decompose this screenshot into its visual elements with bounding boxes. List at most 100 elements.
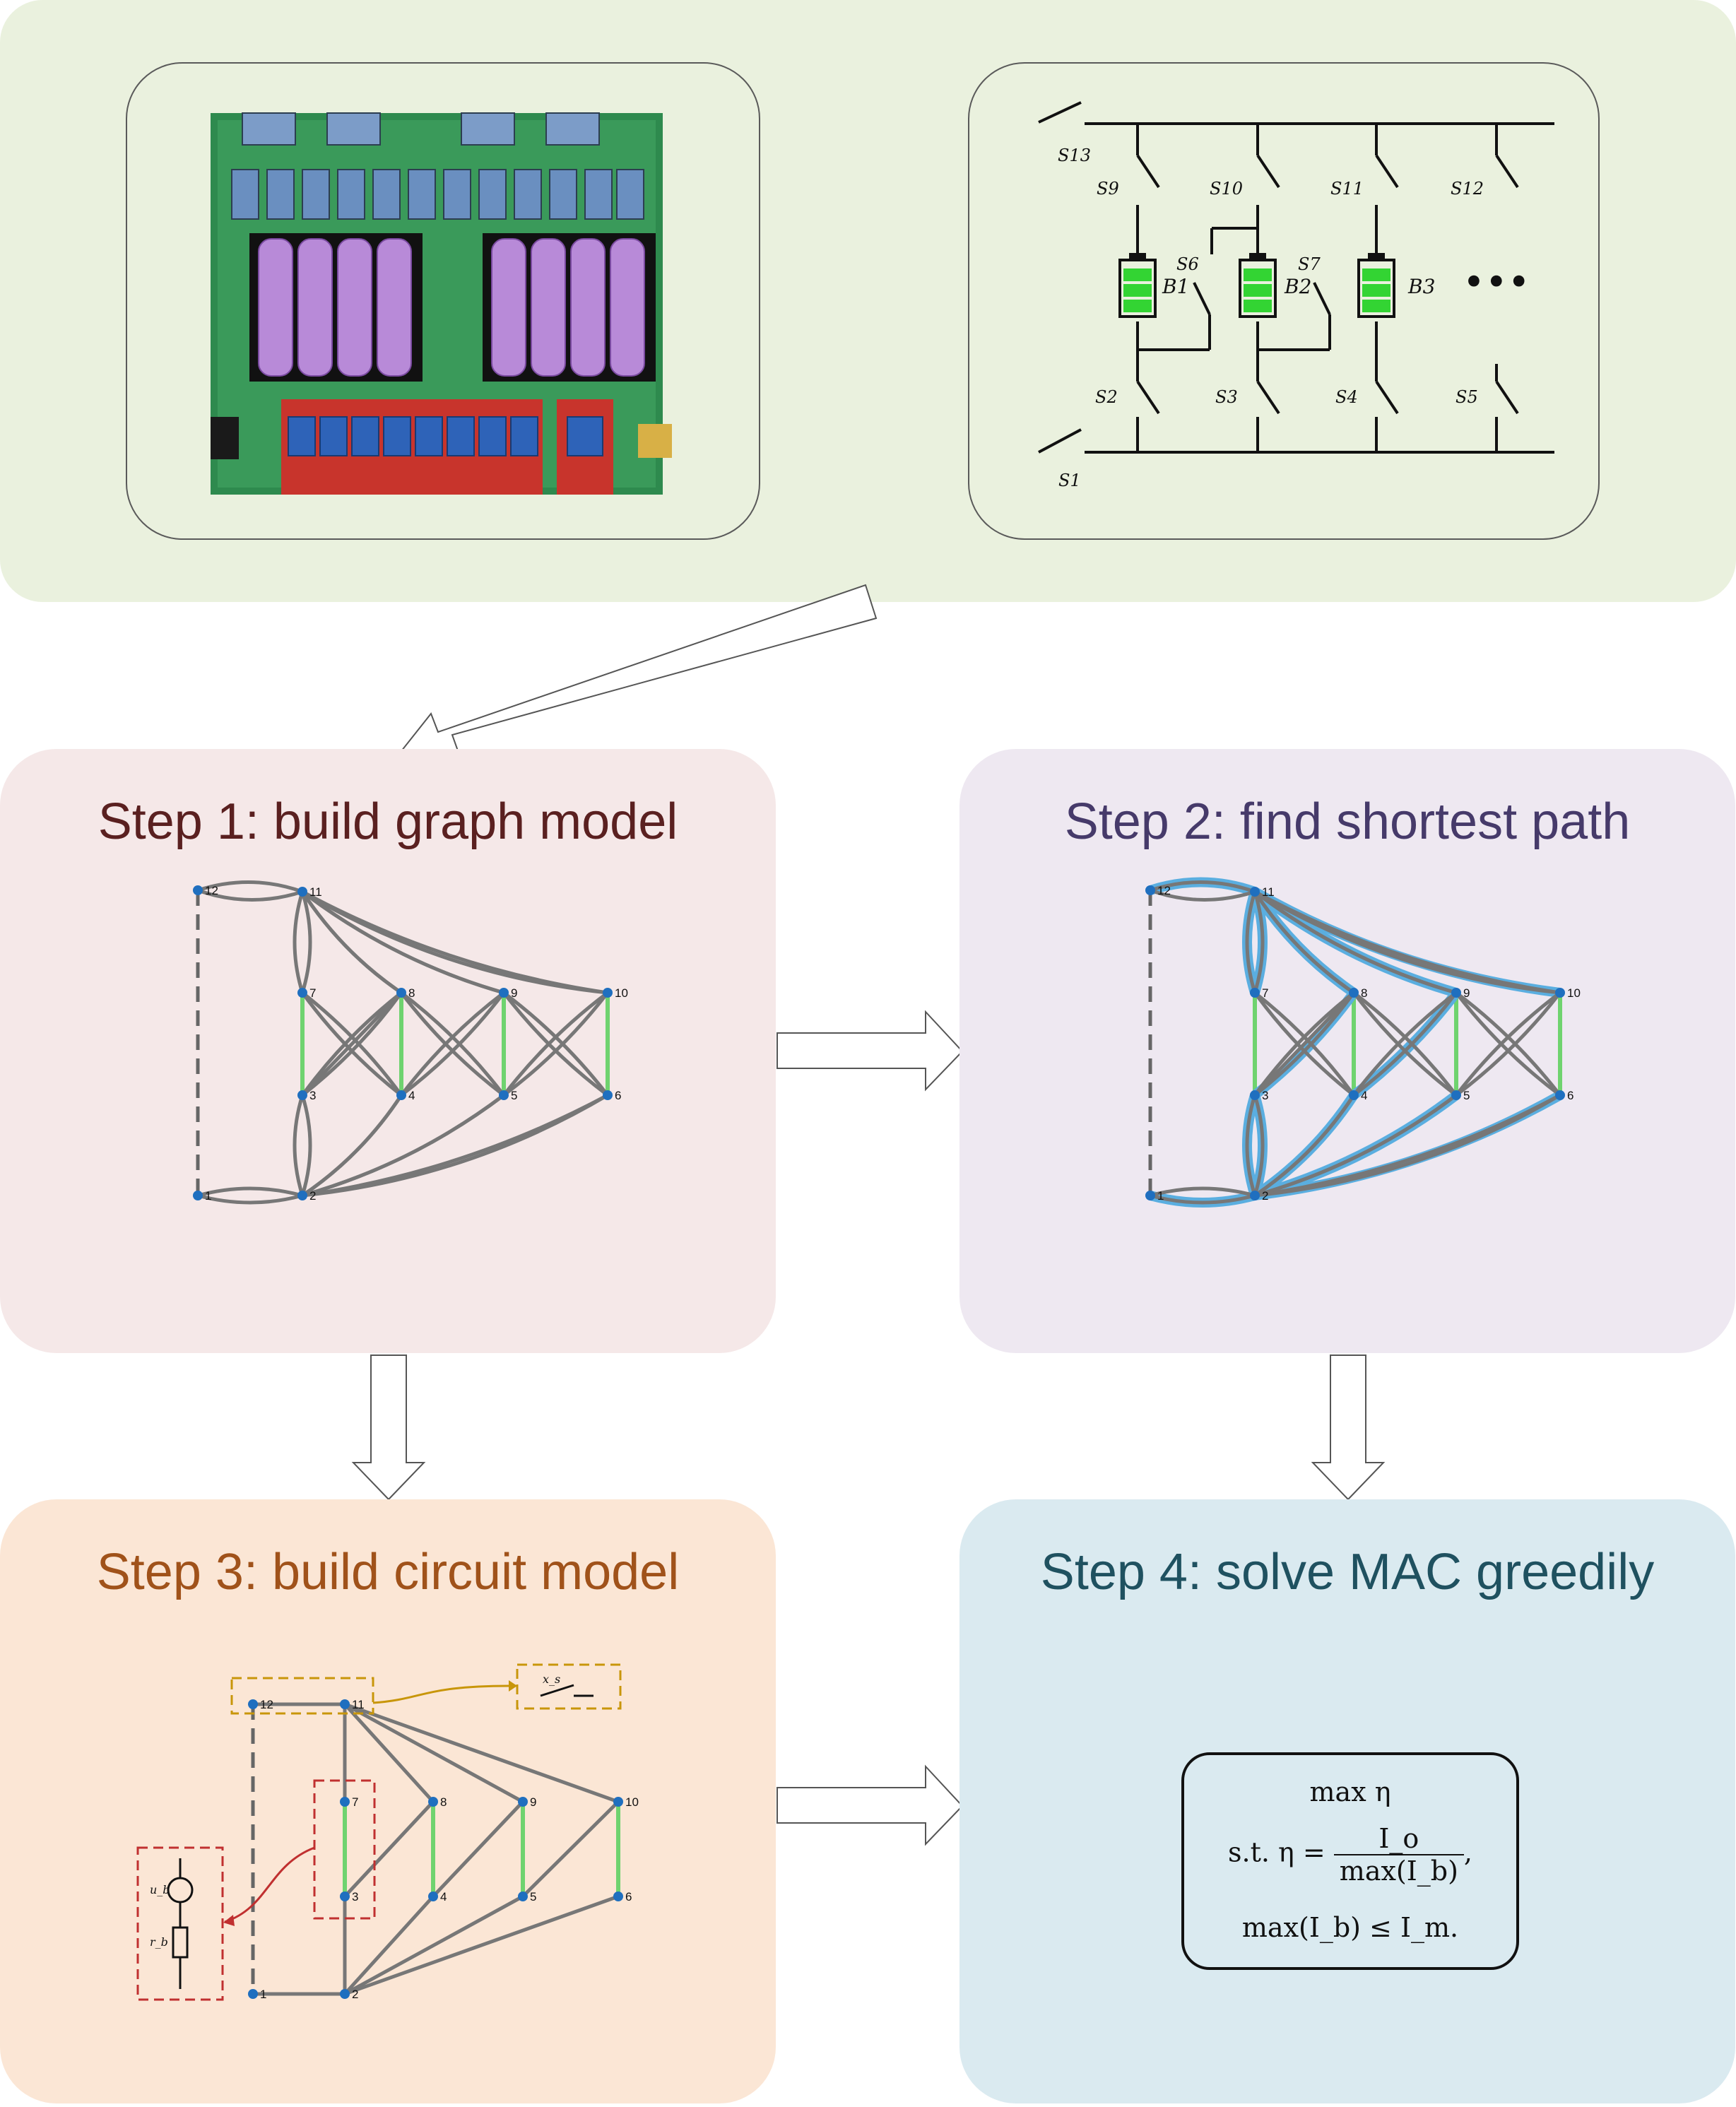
graph-edge xyxy=(343,1703,435,1803)
resistor-rb-label: r_b xyxy=(150,1935,168,1949)
graph-edge xyxy=(301,890,608,995)
graph-node xyxy=(1145,885,1155,895)
node-label: 7 xyxy=(1262,986,1268,1000)
graph-node xyxy=(297,1090,307,1100)
node-label: 4 xyxy=(440,1890,447,1904)
graph-edge xyxy=(1245,1094,1257,1196)
graph-node xyxy=(518,1797,528,1807)
graph-node xyxy=(1145,1191,1155,1200)
node-label: 11 xyxy=(1262,885,1275,899)
graph-edge xyxy=(1150,888,1256,902)
switch-label-s4: S4 xyxy=(1335,387,1358,407)
battery-label-b3: B3 xyxy=(1407,275,1435,298)
graph-node xyxy=(396,1090,406,1100)
graph-edge xyxy=(502,991,609,1097)
node-label: 12 xyxy=(260,1698,273,1711)
battery-icon xyxy=(1118,253,1395,318)
node-label: 8 xyxy=(440,1795,447,1809)
switch-label-s12: S12 xyxy=(1451,179,1484,199)
graph-node xyxy=(499,1090,509,1100)
switch-matrix-schematic: S13 S9 S10 S11 S12 S6 S7 S2 S3 S4 S5 S1 … xyxy=(1038,101,1554,490)
formula-comma: , xyxy=(1463,1836,1472,1868)
graph-node xyxy=(613,1891,623,1901)
step2-title: Step 2: find shortest path xyxy=(1064,793,1631,850)
graph-edge xyxy=(432,1800,524,1898)
step3-title: Step 3: build circuit model xyxy=(96,1544,680,1600)
graph-edge xyxy=(1254,1094,1458,1198)
graph-edge xyxy=(1150,880,1256,894)
battery-label-b1: B1 xyxy=(1162,275,1189,298)
graph-node xyxy=(396,988,406,998)
node-label: 2 xyxy=(309,1189,316,1203)
ellipsis: ••• xyxy=(1463,260,1530,305)
switch-label-s13: S13 xyxy=(1058,146,1091,165)
graph-edge xyxy=(502,991,609,1097)
switch-label-s3: S3 xyxy=(1215,387,1238,407)
node-label: 9 xyxy=(511,986,517,1000)
graph-edge xyxy=(1352,991,1458,1097)
graph-edge xyxy=(344,1702,619,1804)
node-label: 10 xyxy=(615,986,628,1000)
graph-node xyxy=(340,1891,350,1901)
graph-node xyxy=(1451,1090,1461,1100)
node-label: 8 xyxy=(1361,986,1367,1000)
graph-node xyxy=(340,1797,350,1807)
graph-edge xyxy=(300,890,403,995)
node-label: 2 xyxy=(352,1988,358,2001)
node-label: 1 xyxy=(260,1988,266,2001)
switch-label-s2: S2 xyxy=(1095,387,1118,407)
graph-edge xyxy=(1150,1186,1256,1198)
node-label: 5 xyxy=(1463,1089,1470,1102)
graph-edge xyxy=(344,1894,619,1996)
switch-label-s9: S9 xyxy=(1097,179,1119,199)
node-label: 12 xyxy=(205,884,218,897)
graph-node xyxy=(1250,887,1260,897)
graph-edge xyxy=(400,991,505,1097)
graph-edge xyxy=(197,888,303,902)
node-label: 7 xyxy=(309,986,316,1000)
node-label: 8 xyxy=(408,986,415,1000)
graph-node xyxy=(603,1090,613,1100)
switch-label-s10: S10 xyxy=(1210,179,1243,199)
graph-node xyxy=(1250,1191,1260,1200)
graph-node xyxy=(1250,988,1260,998)
node-label: 4 xyxy=(1361,1089,1367,1102)
formula-numerator: I_o xyxy=(1333,1823,1464,1855)
graph-node xyxy=(428,1797,438,1807)
graph-edge xyxy=(302,1094,505,1198)
graph-edge xyxy=(300,891,312,993)
graph-edge xyxy=(301,890,504,995)
graph-node xyxy=(1349,988,1359,998)
node-label: 11 xyxy=(352,1698,365,1711)
graph-edge xyxy=(1352,991,1458,1097)
graph-edge xyxy=(343,1800,435,1898)
source-ub-label: u_b xyxy=(150,1883,170,1896)
switch-label-s7: S7 xyxy=(1298,254,1321,274)
circuit-schematic-frame xyxy=(968,62,1600,540)
graph-node xyxy=(1555,988,1565,998)
graph-edge xyxy=(1455,991,1561,1097)
step1-panel: Step 1: build graph model xyxy=(0,749,776,1353)
pcb-photo xyxy=(211,112,672,495)
graph-edge xyxy=(293,891,305,993)
graph-edge xyxy=(301,991,403,1097)
graph-edge xyxy=(400,991,505,1097)
graph-edge xyxy=(502,991,609,1097)
graph-node xyxy=(1349,1090,1359,1100)
switch-xs-label: x_s xyxy=(543,1672,560,1686)
graph-edge xyxy=(301,1094,403,1198)
graph-edge xyxy=(197,1186,303,1198)
graph-edge xyxy=(1253,890,1561,995)
graph-edge xyxy=(302,1093,609,1198)
graph-node xyxy=(613,1797,623,1807)
graph-edge xyxy=(343,1895,435,1995)
graph-node xyxy=(193,885,203,895)
graph-edge xyxy=(1253,991,1356,1097)
step1-title: Step 1: build graph model xyxy=(98,793,678,850)
switch-label-s11: S11 xyxy=(1330,179,1364,199)
node-label: 10 xyxy=(625,1795,639,1809)
graph-node xyxy=(340,1989,350,1999)
formula-constraint-2: max(I_b) ≤ I_m. xyxy=(1241,1912,1459,1943)
graph-edge xyxy=(400,991,505,1097)
